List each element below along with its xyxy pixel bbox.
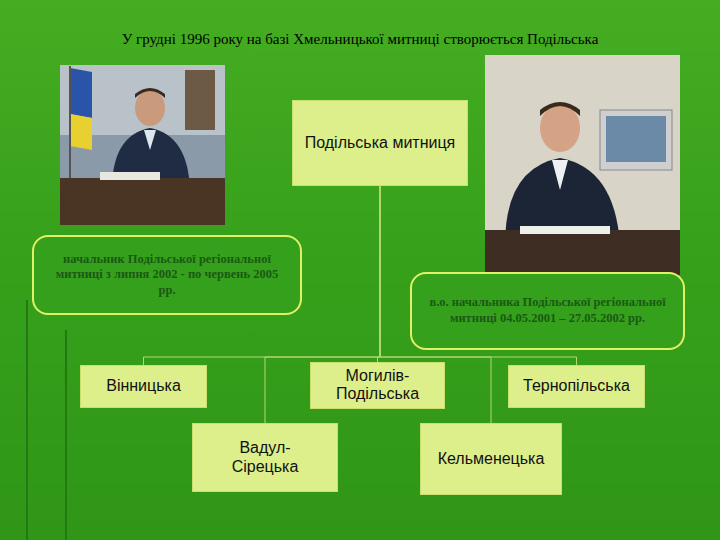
node-text: Могилів-Подільська bbox=[323, 367, 433, 404]
node-text: Вінницька bbox=[106, 377, 181, 395]
node-text: Подільська митниця bbox=[305, 134, 456, 152]
node-text: начальник Подільської регіональної митни… bbox=[46, 252, 288, 299]
slide-title: У грудні 1996 року на базі Хмельницької … bbox=[40, 31, 680, 48]
caption-callout: начальник Подільської регіональної митни… bbox=[32, 235, 302, 315]
node-text: Тернопільська bbox=[523, 377, 630, 395]
org-box: Кельменецька bbox=[420, 423, 562, 495]
org-box: Могилів-Подільська bbox=[310, 362, 445, 409]
decor-stripe bbox=[26, 300, 28, 540]
node-text: Вадул-Сірецька bbox=[215, 439, 315, 476]
node-text: в.о. начальника Подільської регіональної… bbox=[424, 295, 671, 326]
org-box: Вінницька bbox=[80, 365, 207, 408]
caption-callout: в.о. начальника Подільської регіональної… bbox=[410, 272, 685, 350]
org-box: Подільська митниця bbox=[292, 100, 468, 186]
decor-stripe bbox=[65, 330, 67, 540]
photo-left bbox=[60, 65, 225, 225]
org-box: Тернопільська bbox=[508, 365, 645, 408]
photo-right bbox=[485, 55, 680, 275]
node-text: Кельменецька bbox=[438, 450, 545, 468]
org-box: Вадул-Сірецька bbox=[192, 423, 338, 492]
